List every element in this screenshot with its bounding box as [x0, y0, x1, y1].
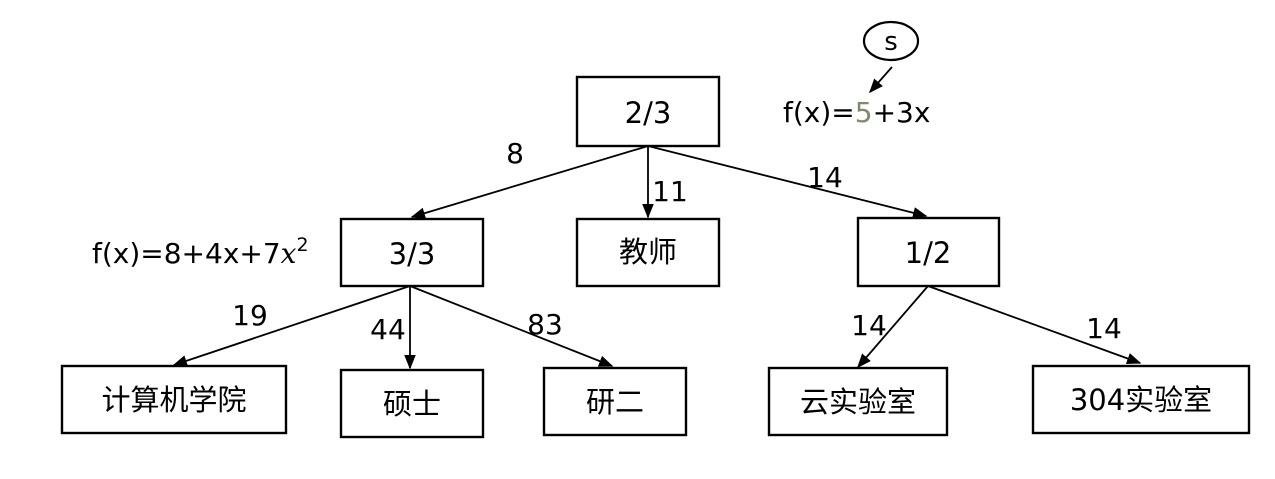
formula-left-exp: 2 [296, 234, 308, 256]
node-304-lab: 304实验室 [1031, 364, 1251, 435]
edge-root-mid-right [647, 145, 928, 219]
formula-left-var: x [281, 237, 297, 270]
node-cloud-lab-label: 云实验室 [800, 385, 916, 419]
node-s: s [862, 20, 920, 62]
node-s-label: s [884, 27, 898, 57]
edge-mid-left-grad2 [409, 285, 614, 367]
edge-label-mid-left-cs: 19 [232, 299, 268, 332]
edge-label-mid-right-304: 14 [1086, 312, 1122, 345]
node-mid-left-label: 3/3 [389, 237, 436, 271]
formula-top-highlight: 5 [855, 96, 873, 129]
node-304-lab-label: 304实验室 [1070, 383, 1212, 417]
node-teacher-label: 教师 [619, 235, 677, 269]
edge-mid-right-cloud [857, 285, 929, 369]
node-grad2-label: 研二 [586, 385, 644, 419]
node-grad2: 研二 [542, 366, 688, 437]
node-cs-college: 计算机学院 [60, 364, 288, 435]
node-master: 硕士 [339, 368, 485, 439]
node-mid-right: 1/2 [856, 216, 1001, 288]
formula-left-prefix: f(x)=8+4x+7 [92, 237, 281, 270]
edge-mid-right-304 [927, 285, 1142, 364]
edge-label-root-teacher: 11 [652, 175, 688, 208]
node-cs-college-label: 计算机学院 [101, 383, 246, 417]
formula-top-suffix: +3x [873, 96, 931, 129]
edge-root-mid-left [410, 145, 649, 219]
node-root: 2/3 [575, 75, 721, 148]
edge-label-mid-left-master: 44 [370, 313, 406, 346]
formula-left: f(x)=8+4x+7x2 [92, 234, 309, 270]
formula-top-prefix: f(x)= [783, 96, 855, 129]
node-root-label: 2/3 [625, 96, 672, 130]
node-master-label: 硕士 [383, 387, 441, 421]
node-cloud-lab: 云实验室 [767, 366, 949, 437]
edge-label-mid-right-cloud: 14 [851, 309, 887, 342]
node-teacher: 教师 [575, 217, 721, 288]
edge-label-root-mid-right: 14 [807, 161, 843, 194]
edge-label-mid-left-grad2: 83 [527, 308, 563, 341]
edge-mid-left-cs [172, 285, 411, 367]
edge-label-root-mid-left: 8 [506, 137, 524, 170]
edge-s-formula [869, 66, 893, 94]
node-mid-left: 3/3 [339, 217, 485, 288]
node-mid-right-label: 1/2 [905, 236, 952, 270]
formula-top: f(x)=5+3x [783, 96, 930, 129]
